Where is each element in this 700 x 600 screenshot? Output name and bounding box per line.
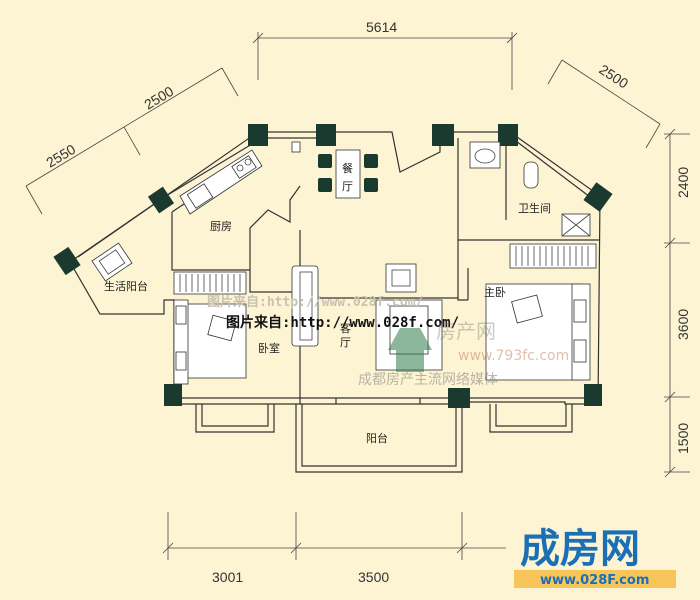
watermark: 图片来自:http://www.028f.com/ 图片来自:http://ww… (207, 294, 569, 388)
watermark-brand: 房产网 (436, 319, 496, 343)
dim-top-left-inner: 2500 (141, 83, 176, 113)
label-utility-balcony: 生活阳台 (104, 279, 148, 293)
bedroom-wardrobe (173, 271, 247, 295)
site-logo: 成房网 www.028F.com (506, 518, 696, 598)
watermark-slogan: 成都房产主流网络媒体 (358, 372, 498, 388)
dimension-lines (25, 32, 690, 560)
label-dining-1: 餐 (342, 161, 353, 175)
label-dining-2: 厅 (342, 180, 353, 193)
label-balcony: 阳台 (366, 431, 388, 445)
bedroom-bed (173, 299, 247, 385)
watermark-brand-url: www.793fc.com (458, 348, 569, 364)
label-bedroom: 卧室 (258, 341, 280, 355)
watermark-source-line: 图片来自:http://www.028f.com/ (226, 314, 459, 331)
watermark-source-faded: 图片来自:http://www.028f.com/ (207, 294, 424, 310)
label-living-1: 客 (340, 321, 351, 335)
logo-url: www.028F.com (540, 573, 649, 588)
interior-walls (171, 138, 600, 404)
dim-top: 5614 (366, 19, 397, 35)
label-kitchen: 厨房 (210, 220, 232, 233)
balconies (195, 398, 573, 473)
watermark-house-logo (388, 328, 432, 372)
dim-right-bottom: 1500 (675, 423, 691, 454)
dim-right-mid: 3600 (675, 309, 691, 340)
master-bedroom-wardrobe (509, 243, 597, 269)
label-bathroom: 卫生间 (518, 201, 551, 215)
label-living-2: 厅 (340, 336, 351, 349)
structural-pillars (53, 124, 613, 408)
living-room-furniture (291, 263, 443, 371)
kitchen-fixtures (179, 141, 301, 215)
dim-top-right: 2500 (596, 61, 631, 91)
logo-name: 成房网 (520, 526, 640, 572)
master-bed (485, 283, 591, 381)
utility-balcony-fixtures (91, 242, 133, 282)
bathroom-fixtures (469, 141, 591, 237)
dim-bottom-mid: 3500 (358, 569, 389, 585)
room-labels: 餐 厅 厨房 卫生间 生活阳台 主卧 卧室 客 厅 阳台 (104, 161, 551, 445)
dim-right-top: 2400 (675, 167, 691, 198)
dim-top-left-outer: 2550 (43, 141, 78, 171)
dim-bottom-left: 3001 (212, 569, 243, 585)
label-master-bedroom: 主卧 (484, 286, 506, 299)
dining-table (318, 149, 378, 199)
